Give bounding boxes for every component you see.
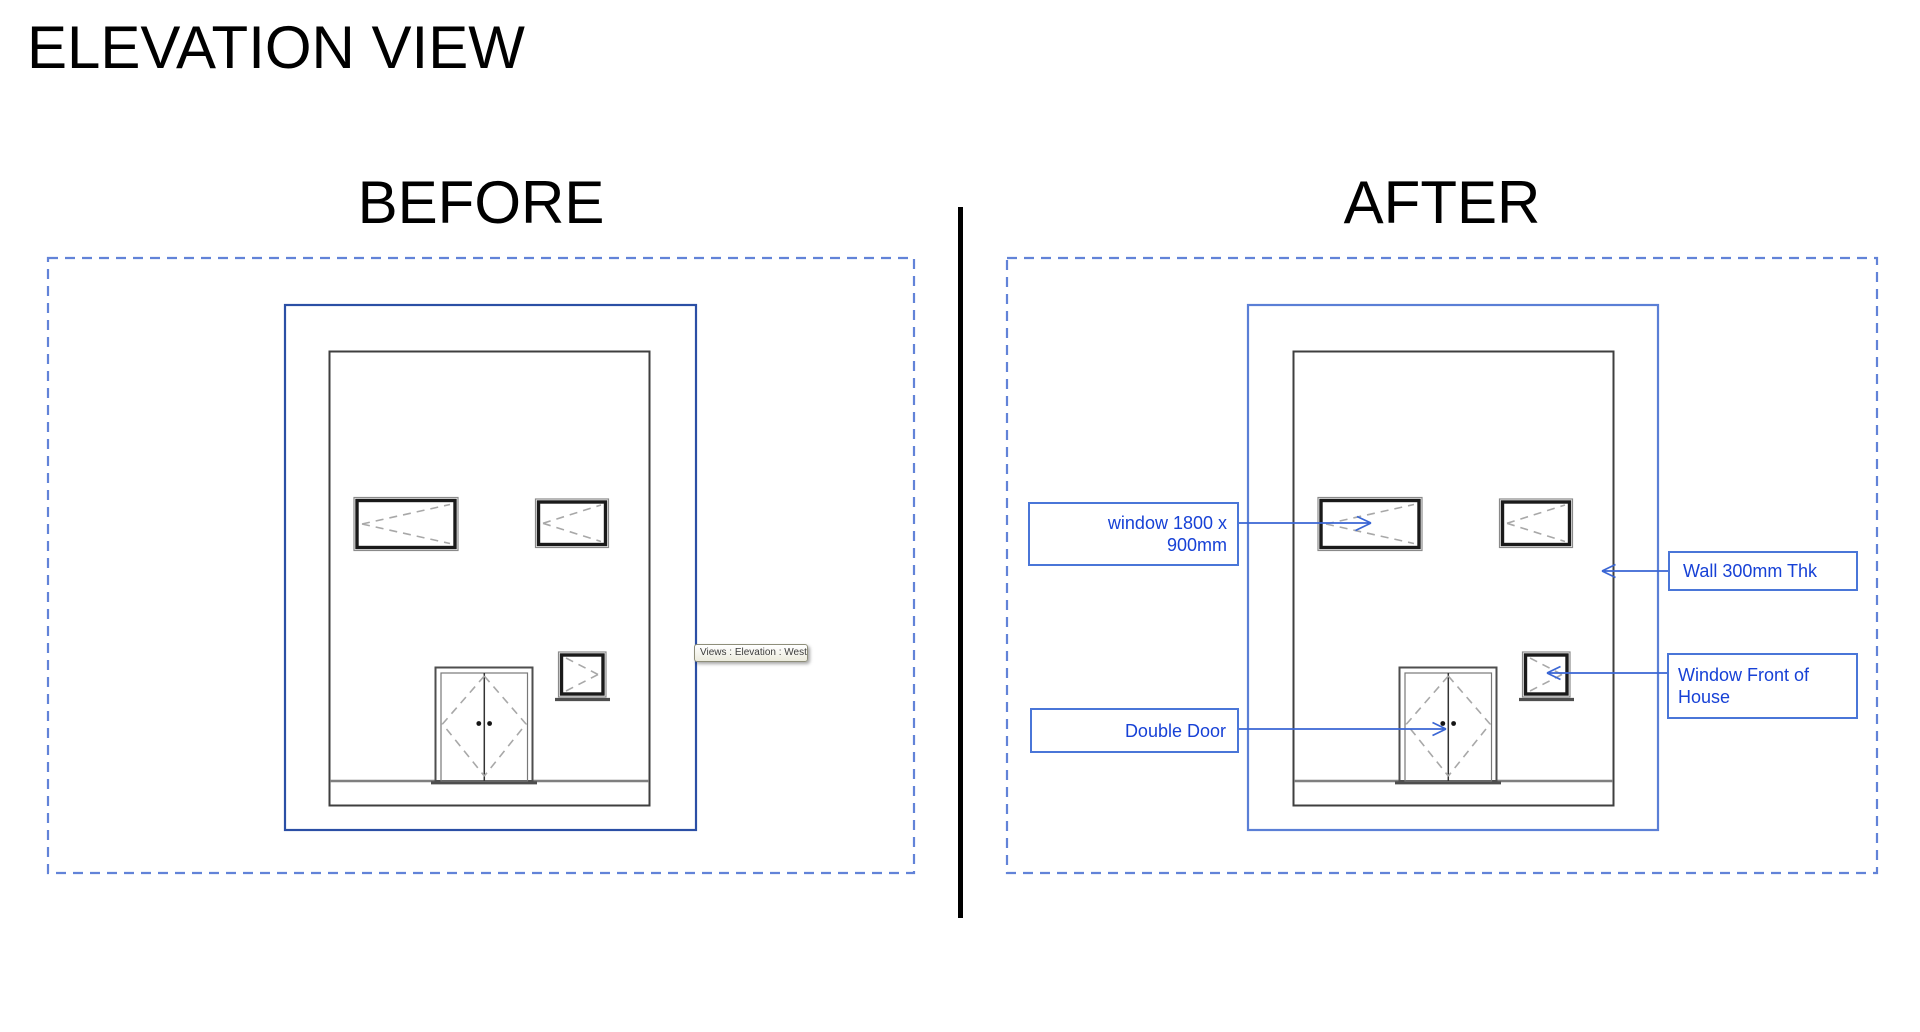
label-window-size[interactable]: window 1800 x 900mm	[1028, 502, 1239, 566]
label-double-door[interactable]: Double Door	[1030, 708, 1239, 753]
elevation-drawing-after[interactable]	[1291, 349, 1616, 808]
after-selection-box[interactable]	[1246, 303, 1660, 832]
divider-line	[958, 207, 963, 918]
page-title: ELEVATION VIEW	[27, 14, 525, 81]
leader-window-size[interactable]	[1238, 515, 1372, 532]
leader-wall[interactable]	[1601, 563, 1668, 579]
leader-double-door[interactable]	[1238, 721, 1447, 737]
after-heading: AFTER	[1343, 169, 1541, 236]
view-tooltip: Views : Elevation : West	[694, 644, 808, 662]
leader-window-front[interactable]	[1546, 665, 1667, 681]
before-panel-bounds	[46, 256, 916, 875]
before-selection-box[interactable]	[283, 303, 698, 832]
elevation-drawing-before[interactable]	[327, 349, 652, 808]
after-panel-bounds	[1005, 256, 1879, 875]
before-heading: BEFORE	[357, 169, 605, 236]
label-window-front[interactable]: Window Front of House	[1667, 653, 1858, 719]
label-wall[interactable]: Wall 300mm Thk	[1668, 551, 1858, 591]
